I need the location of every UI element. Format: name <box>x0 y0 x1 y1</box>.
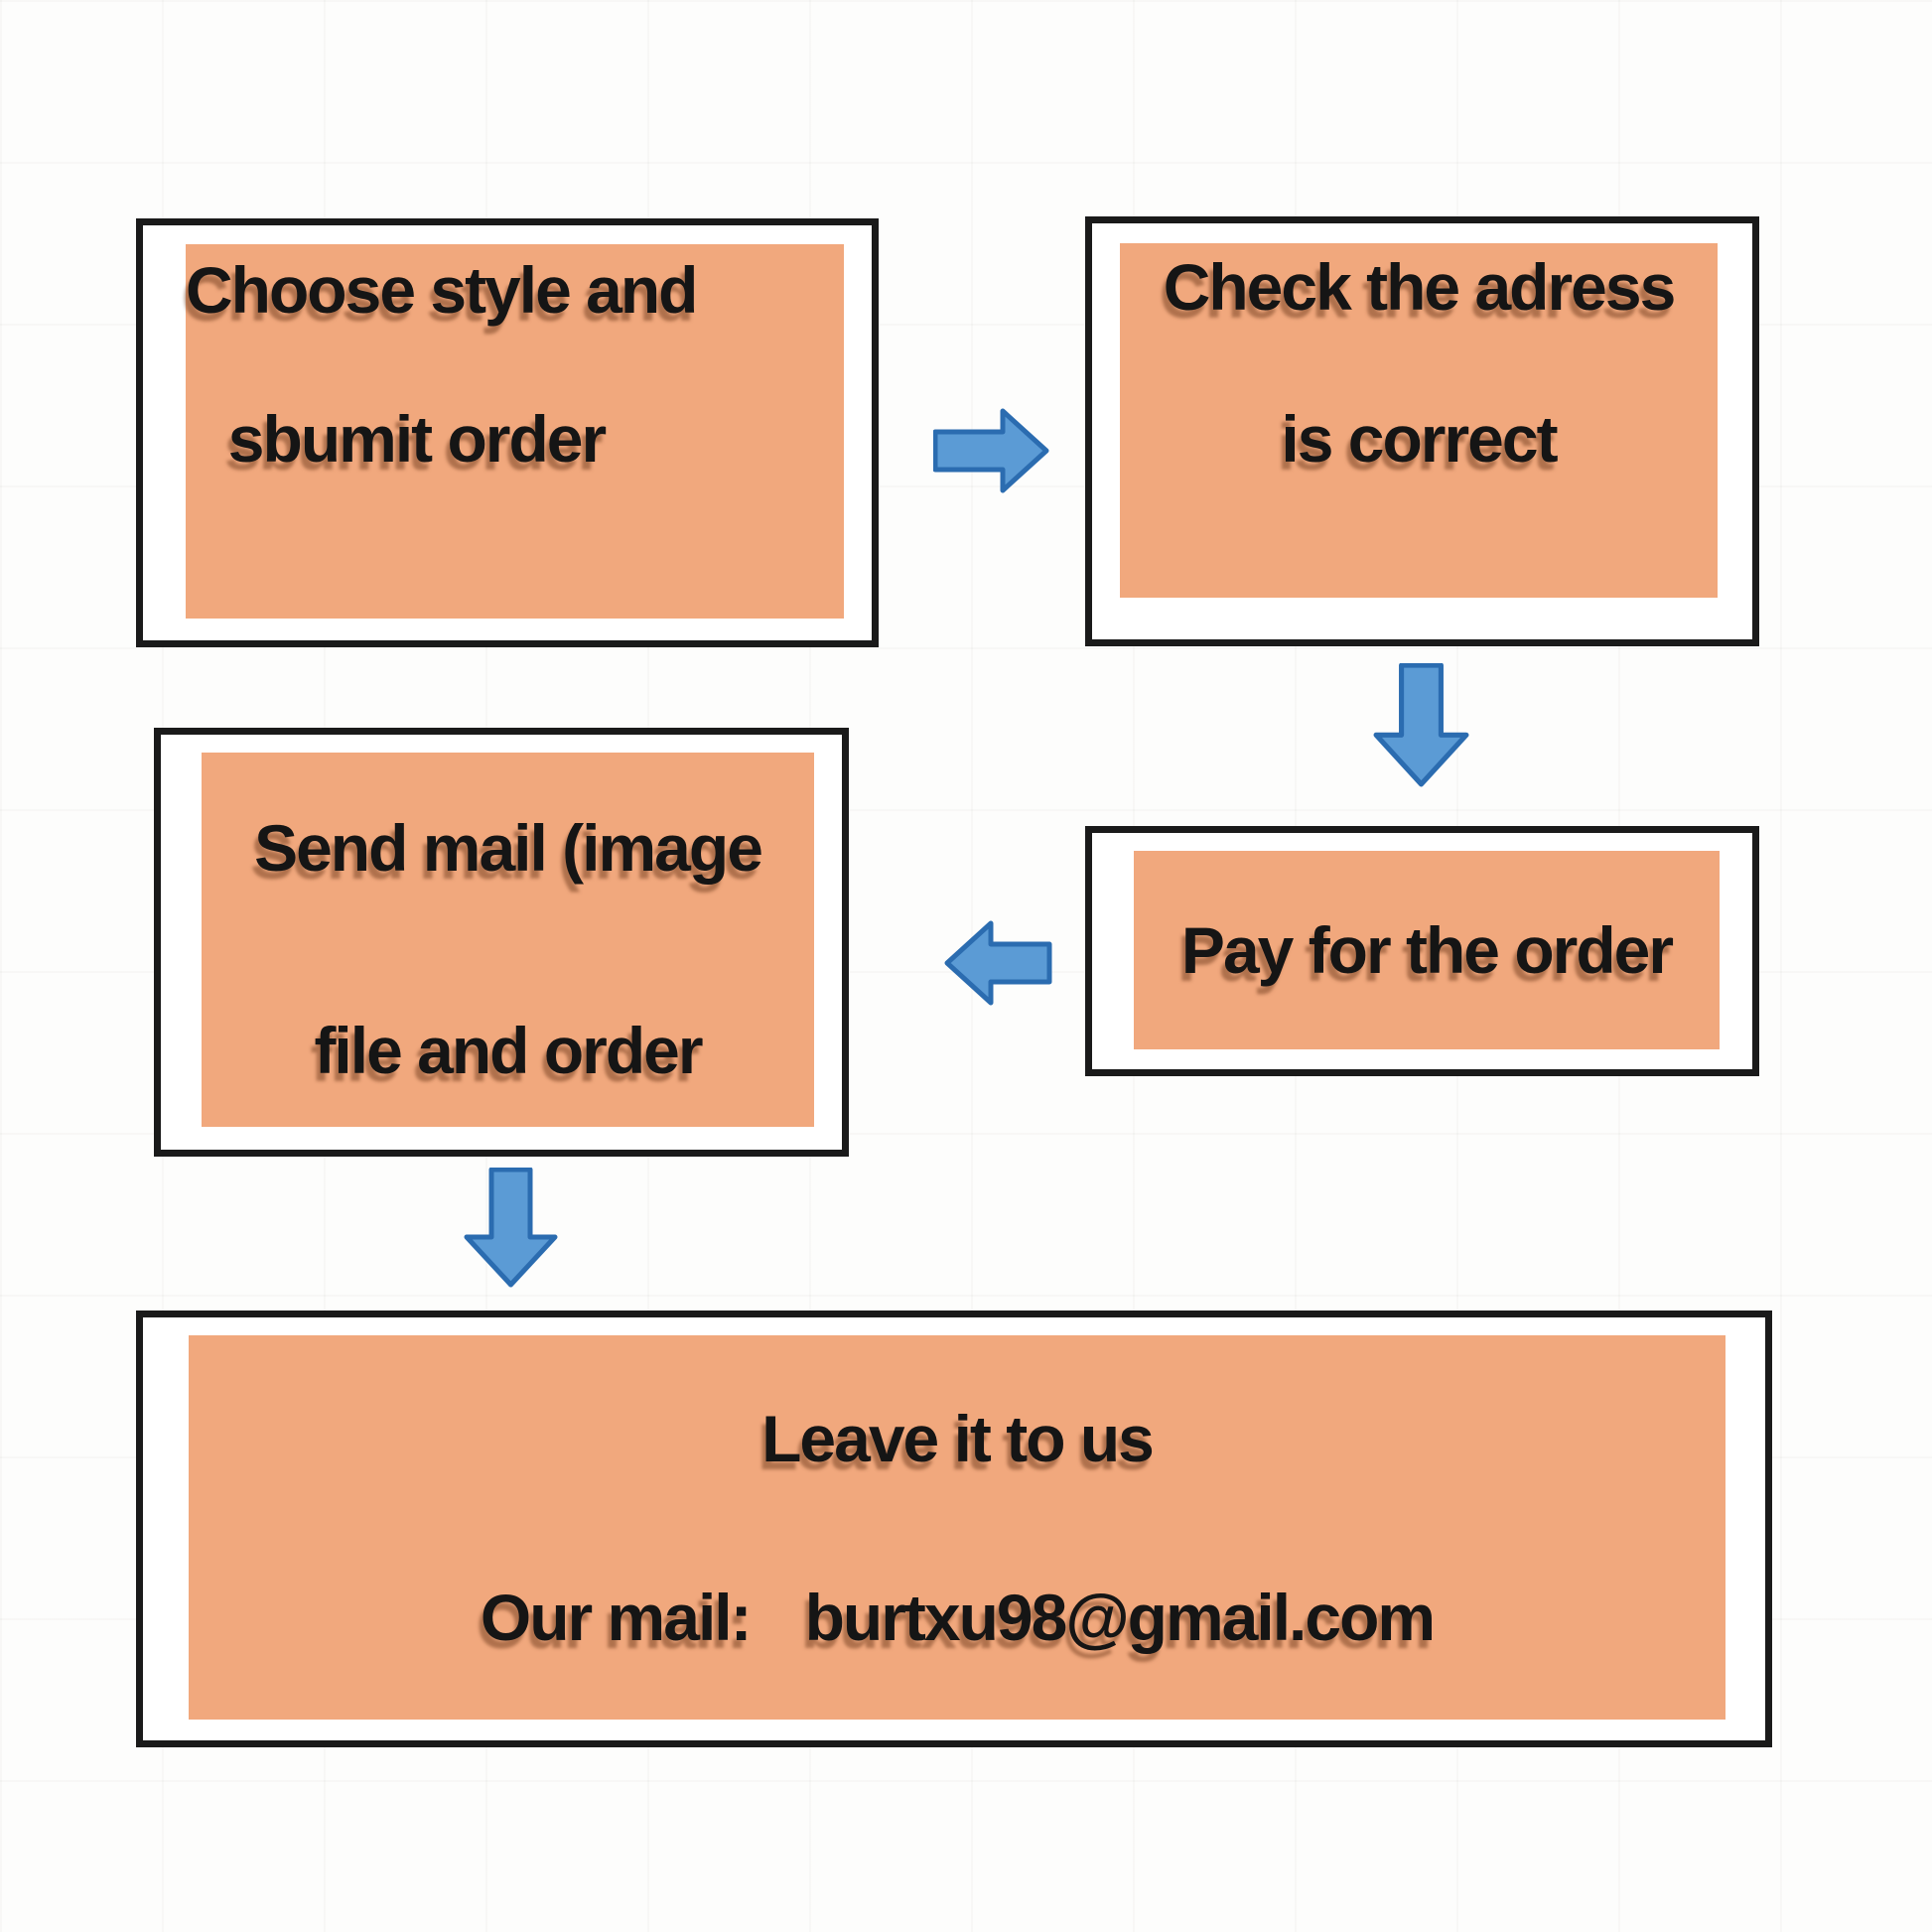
arrow-right-shape <box>933 408 1049 493</box>
step-panel-pay-order: Pay for the order <box>1134 851 1720 1049</box>
step-box-choose-style: Choose style and sbumit order <box>136 218 879 647</box>
arrow-left-icon <box>944 920 1052 1006</box>
arrow-down-icon <box>464 1168 558 1288</box>
step-text-line: Check the adress <box>1163 250 1677 324</box>
arrow-down-shape <box>1373 663 1469 787</box>
step-box-leave-it-to-us: Leave it to us Our mail: burtxu98@gmail.… <box>136 1311 1772 1747</box>
step-text-line: Send mail (image <box>254 811 763 885</box>
step-box-check-address: Check the adress is correct <box>1085 216 1759 646</box>
arrow-left-shape <box>944 920 1052 1006</box>
step-panel-check-address: Check the adress is correct <box>1120 243 1718 598</box>
step-panel-choose-style: Choose style and sbumit order <box>186 244 844 619</box>
step-text-line: Leave it to us <box>761 1402 1155 1475</box>
arrow-down-shape <box>464 1168 558 1288</box>
arrow-right-icon <box>933 408 1049 493</box>
step-panel-send-mail: Send mail (image file and order <box>202 753 814 1127</box>
step-text-line: Choose style and <box>186 253 698 327</box>
arrow-down-icon <box>1373 663 1469 787</box>
step-text-line: Pay for the order <box>1180 912 1674 987</box>
step-text-line: file and order <box>314 1014 703 1087</box>
step-panel-leave-it-to-us: Leave it to us Our mail: burtxu98@gmail.… <box>189 1335 1725 1720</box>
mail-address: burtxu98@gmail.com <box>804 1581 1437 1654</box>
step-text-line: sbumit order <box>227 402 607 476</box>
step-text-line: is correct <box>1281 402 1558 476</box>
mail-label: Our mail: <box>480 1581 753 1654</box>
step-box-send-mail: Send mail (image file and order <box>154 728 849 1157</box>
step-box-pay-order: Pay for the order <box>1085 826 1759 1076</box>
contact-mail-row: Our mail: burtxu98@gmail.com <box>189 1582 1725 1654</box>
